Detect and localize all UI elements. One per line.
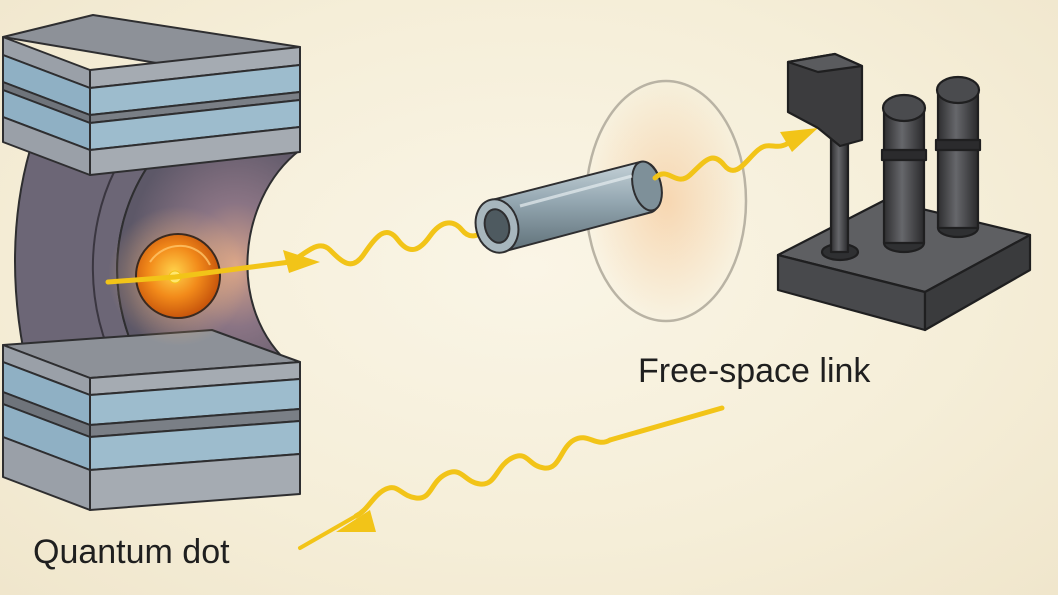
quantum-dot-label: Quantum dot xyxy=(33,533,230,571)
photon-path-to-fiber xyxy=(105,220,493,285)
cavity-assembly xyxy=(2,14,301,511)
photon-arrowhead-3 xyxy=(336,510,376,532)
bottom-mirror-stack xyxy=(2,329,301,511)
top-mirror-stack xyxy=(2,14,301,176)
detector-base-side xyxy=(923,233,1032,332)
photon-return-path xyxy=(298,405,725,550)
photon-arrowhead-1 xyxy=(283,250,320,273)
fiber-coupler-icon xyxy=(474,160,663,254)
photon-path-to-detector xyxy=(652,128,818,182)
photon-arrowhead-2 xyxy=(780,128,818,152)
free-space-link-label: Free-space link xyxy=(638,352,871,390)
optical-detector-setup-icon xyxy=(776,52,1032,332)
